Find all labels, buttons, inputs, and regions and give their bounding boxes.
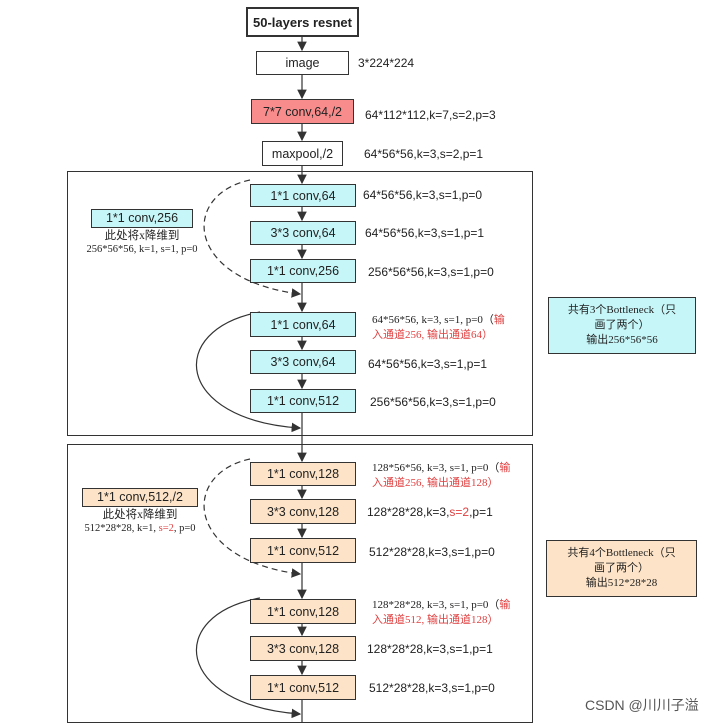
s2a-conv3: 1*1 conv,512	[250, 538, 356, 563]
s1b-conv1: 1*1 conv,64	[250, 312, 356, 337]
shortcut-s2-dashed	[203, 458, 302, 578]
s2a-conv2-out: 128*28*28,k=3,s=2,p=1	[367, 505, 493, 519]
s1a-conv2-out: 64*56*56,k=3,s=1,p=1	[365, 226, 485, 240]
s2a-conv2: 3*3 conv,128	[250, 499, 356, 524]
s1b-conv2-out: 64*56*56,k=3,s=1,p=1	[368, 357, 488, 371]
s2a-conv1: 1*1 conv,128	[250, 462, 356, 486]
s1b-conv3-out: 256*56*56,k=3,s=1,p=0	[370, 395, 496, 409]
maxpool-node: maxpool,/2	[262, 141, 343, 166]
conv1-node: 7*7 conv,64,/2	[251, 99, 354, 124]
s1a-conv3: 1*1 conv,256	[250, 259, 356, 283]
stage2-shortcut: 1*1 conv,512,/2 此处将x降维到 512*28*28, k=1, …	[60, 488, 220, 535]
stage1-note: 共有3个Bottleneck（只 画了两个） 输出256*56*56	[548, 297, 696, 354]
shortcut-s2-identity	[195, 597, 302, 719]
stage2-note: 共有4个Bottleneck（只 画了两个） 输出512*28*28	[546, 540, 697, 597]
s1b-conv3: 1*1 conv,512	[250, 389, 356, 413]
diagram-title: 50-layers resnet	[246, 7, 359, 37]
s1b-conv2: 3*3 conv,64	[250, 350, 356, 374]
s2b-conv3-out: 512*28*28,k=3,s=1,p=0	[369, 681, 495, 695]
s2b-conv1-out: 128*28*28, k=3, s=1, p=0（输 入通道512, 输出通道1…	[372, 599, 511, 626]
s1b-conv1-out: 64*56*56, k=3, s=1, p=0（输 入通道256, 输出通道64…	[372, 314, 505, 341]
s2b-conv2: 3*3 conv,128	[250, 636, 356, 661]
stage2-shortcut-conv: 1*1 conv,512,/2	[82, 488, 198, 507]
maxpool-output-label: 64*56*56,k=3,s=2,p=1	[364, 147, 484, 161]
s2b-conv2-out: 128*28*28,k=3,s=1,p=1	[367, 642, 493, 656]
s2a-conv3-out: 512*28*28,k=3,s=1,p=0	[369, 545, 495, 559]
s2b-conv3: 1*1 conv,512	[250, 675, 356, 700]
shortcut-s1-dashed	[203, 179, 302, 298]
s1a-conv1: 1*1 conv,64	[250, 184, 356, 207]
stage1-frame	[67, 171, 533, 436]
stage1-shortcut: 1*1 conv,256 此处将x降维到 256*56*56, k=1, s=1…	[86, 209, 198, 255]
image-output-label: 3*224*224	[358, 56, 415, 70]
s1a-conv1-out: 64*56*56,k=3,s=1,p=0	[363, 188, 483, 202]
stage1-shortcut-conv: 1*1 conv,256	[90, 209, 194, 228]
conv1-output-label: 64*112*112,k=7,s=2,p=3	[365, 108, 496, 122]
image-node: image	[256, 51, 349, 75]
shortcut-s1-identity	[195, 311, 302, 433]
watermark: CSDN @川川子溢	[585, 697, 699, 713]
s2b-conv1: 1*1 conv,128	[250, 599, 356, 624]
s2a-conv1-out: 128*56*56, k=3, s=1, p=0（输 入通道256, 输出通道1…	[372, 462, 511, 489]
s1a-conv3-out: 256*56*56,k=3,s=1,p=0	[368, 265, 494, 279]
s1a-conv2: 3*3 conv,64	[250, 221, 356, 245]
